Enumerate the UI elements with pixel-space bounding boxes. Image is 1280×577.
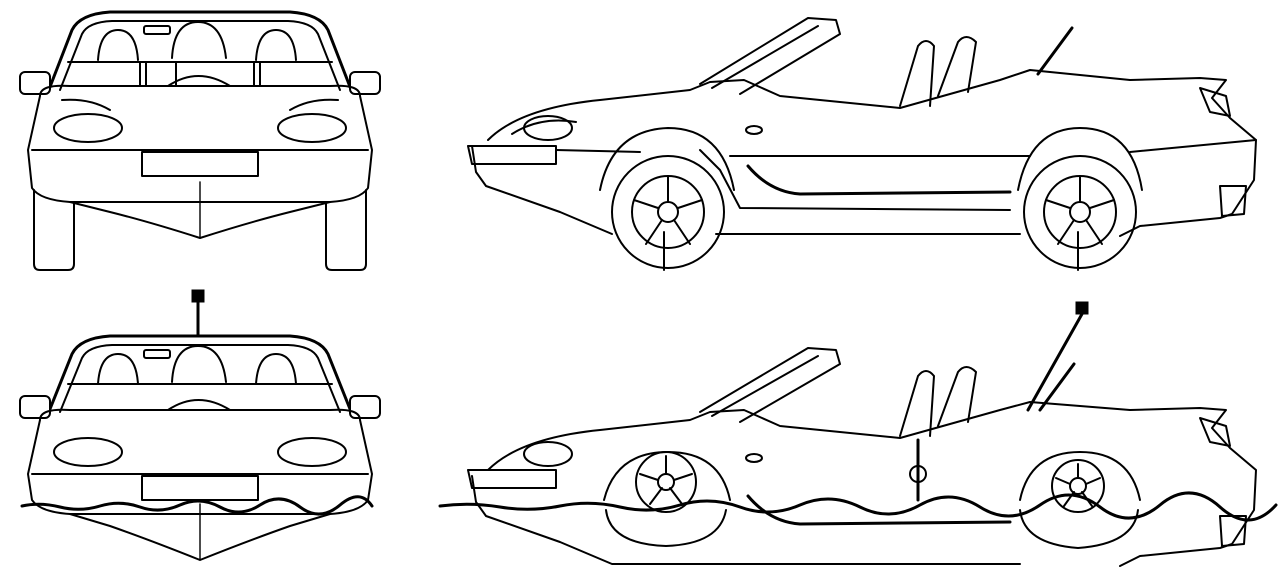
license-plate: [141, 151, 259, 177]
mirror-left: [19, 71, 51, 95]
body-bottom-outline-water: [471, 475, 1021, 565]
side-view-land: [467, 17, 1257, 271]
front-bumper-side: [467, 145, 557, 165]
seat-right: [255, 29, 297, 61]
side-headlight-water: [523, 441, 573, 467]
side-headlight: [523, 115, 573, 141]
license-plate-water: [141, 475, 259, 501]
rear-rim-water: [1051, 459, 1105, 513]
windshield-frame: [46, 10, 354, 94]
seat-rear-water: [937, 366, 977, 427]
rear-wheel-pod: [1019, 509, 1139, 549]
rear-spokes-water: [1055, 463, 1101, 507]
snorkel-cap-side: [1075, 301, 1089, 315]
door-crease: [746, 164, 1012, 196]
side-view-water: [438, 301, 1278, 567]
headlight-trim: [511, 119, 577, 135]
door-crease-water: [746, 494, 1012, 526]
seat-left: [97, 29, 139, 61]
tail-light-water: [1199, 417, 1231, 447]
wheel-left: [33, 189, 75, 271]
headlight-right-water: [277, 437, 347, 467]
belt-line: [555, 139, 1257, 157]
interior-posts: [139, 61, 261, 87]
roll-bar-inner-water: [711, 355, 819, 417]
rear-bumper-block: [1219, 185, 1247, 217]
body-top-outline: [487, 69, 1257, 237]
rear-bumper-block-water: [1219, 515, 1247, 547]
sill-line: [699, 149, 1011, 211]
door-handle: [745, 125, 763, 135]
front-hub-water: [657, 473, 675, 491]
front-wheel-pod: [605, 509, 727, 547]
seat-left-water: [97, 353, 139, 385]
roll-bar-inner: [711, 25, 819, 89]
windshield-inner-water: [59, 344, 341, 413]
waterline-front: [20, 495, 374, 516]
wheel-right: [325, 189, 367, 271]
rear-hub-water: [1069, 477, 1087, 495]
seat-rear: [937, 36, 977, 97]
rear-tire: [1023, 155, 1137, 269]
rear-view-mirror-water: [143, 349, 171, 359]
rear-view-mirror: [143, 25, 171, 35]
waterline-side: [438, 491, 1278, 522]
seat-center-water: [171, 345, 227, 383]
hood-creases: [61, 98, 339, 111]
windshield-inner: [59, 20, 341, 91]
steering-wheel-water: [167, 399, 231, 411]
mirror-right: [349, 71, 381, 95]
headlight-right: [277, 113, 347, 143]
hull-marker: [909, 465, 927, 483]
front-bumper-side-water: [467, 469, 557, 489]
roll-bar: [699, 17, 841, 95]
front-view-land: [19, 10, 381, 271]
front-hub: [657, 201, 679, 223]
rear-spokes: [1045, 175, 1115, 245]
door-handle-water: [745, 453, 763, 463]
steering-wheel: [167, 75, 231, 87]
snorkel-pole-side: [1026, 312, 1084, 412]
snorkel-cap: [191, 289, 205, 303]
front-tire: [611, 155, 725, 269]
body-bottom-outline: [471, 145, 1021, 235]
rear-wheel-arch: [1017, 127, 1143, 191]
seat-right-water: [255, 353, 297, 385]
front-view-water: [19, 289, 381, 561]
mirror-left-water: [19, 395, 51, 419]
seat-front: [899, 40, 935, 107]
front-wheel-arch: [599, 127, 735, 191]
seat-front-water: [899, 370, 935, 437]
headlight-left: [53, 113, 123, 143]
mirror-right-water: [349, 395, 381, 419]
front-spokes: [633, 175, 703, 245]
seat-center: [171, 21, 227, 59]
front-body: [27, 84, 373, 203]
front-rim-water: [635, 451, 697, 513]
windshield-frame-water: [46, 334, 354, 416]
headlight-left-water: [53, 437, 123, 467]
tail-light: [1199, 87, 1231, 117]
front-spokes-water: [639, 455, 693, 505]
antenna: [1036, 26, 1074, 76]
rear-wheel-arch-water: [1019, 451, 1141, 501]
body-top-outline-water: [487, 401, 1257, 567]
rear-hub: [1069, 201, 1091, 223]
roll-bar-water: [699, 347, 841, 423]
